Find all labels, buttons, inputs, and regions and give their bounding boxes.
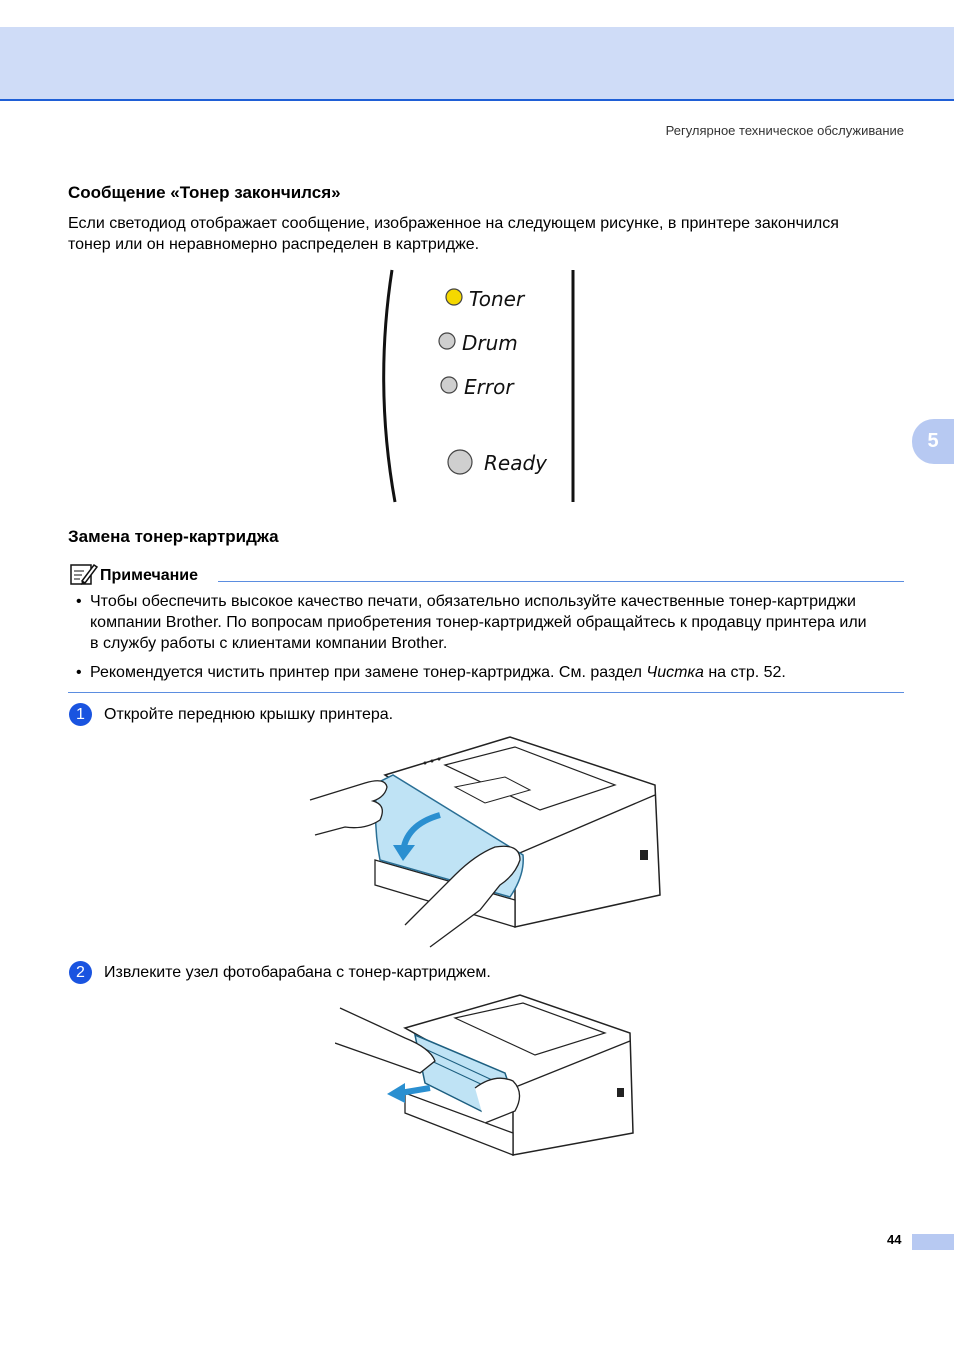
note-bullet-text-end: на стр. 52. (703, 664, 786, 681)
header-band (0, 27, 954, 101)
section-heading-replace-toner: Замена тонер-картриджа (68, 527, 279, 546)
step-text-1: Откройте переднюю крышку принтера. (104, 706, 394, 723)
bullet-dot: • (76, 593, 82, 610)
toner-led-icon (445, 288, 463, 306)
note-title: Примечание (100, 567, 199, 584)
step-number-1: 1 (69, 703, 92, 726)
left-hand-icon (309, 780, 388, 836)
led-panel-illustration: Toner Drum Error Ready (380, 268, 580, 504)
cross-reference-link[interactable]: Чистка (646, 664, 704, 681)
right-hand-icon (404, 845, 521, 948)
note-end-rule (68, 692, 904, 693)
chapter-tab[interactable]: 5 (912, 419, 954, 464)
led-label-drum: Drum (462, 331, 518, 355)
note-bullet-text: Рекомендуется чистить принтер при замене… (90, 662, 870, 683)
note-header: Примечание (68, 562, 904, 586)
note-pencil-icon (70, 563, 98, 585)
running-head: Регулярное техническое обслуживание (665, 123, 904, 138)
bullet-dot: • (76, 664, 82, 681)
note-bullet-text: Чтобы обеспечить высокое качество печати… (90, 593, 867, 652)
ready-led-icon (447, 449, 473, 475)
step-number-2: 2 (69, 961, 92, 984)
page-tab (912, 1234, 954, 1250)
drum-led-icon (438, 332, 456, 350)
note-rule (218, 581, 904, 582)
led-label-error: Error (464, 375, 515, 399)
section-body-toner-empty: Если светодиод отображает сообщение, изо… (68, 215, 839, 253)
note-bullet-text-start: Рекомендуется чистить принтер при замене… (90, 664, 647, 681)
section-heading-toner-empty: Сообщение «Тонер закончился» (68, 183, 341, 202)
remove-drum-unit-illustration (334, 993, 640, 1168)
open-front-cover-illustration (305, 735, 665, 955)
left-hand-icon (334, 1007, 436, 1074)
page-number: 44 (887, 1232, 902, 1247)
right-hand-icon (474, 1077, 521, 1124)
step-text-2: Извлеките узел фотобарабана с тонер-карт… (104, 964, 491, 981)
led-label-ready: Ready (484, 451, 548, 475)
led-label-toner: Toner (469, 287, 526, 311)
error-led-icon (440, 376, 458, 394)
